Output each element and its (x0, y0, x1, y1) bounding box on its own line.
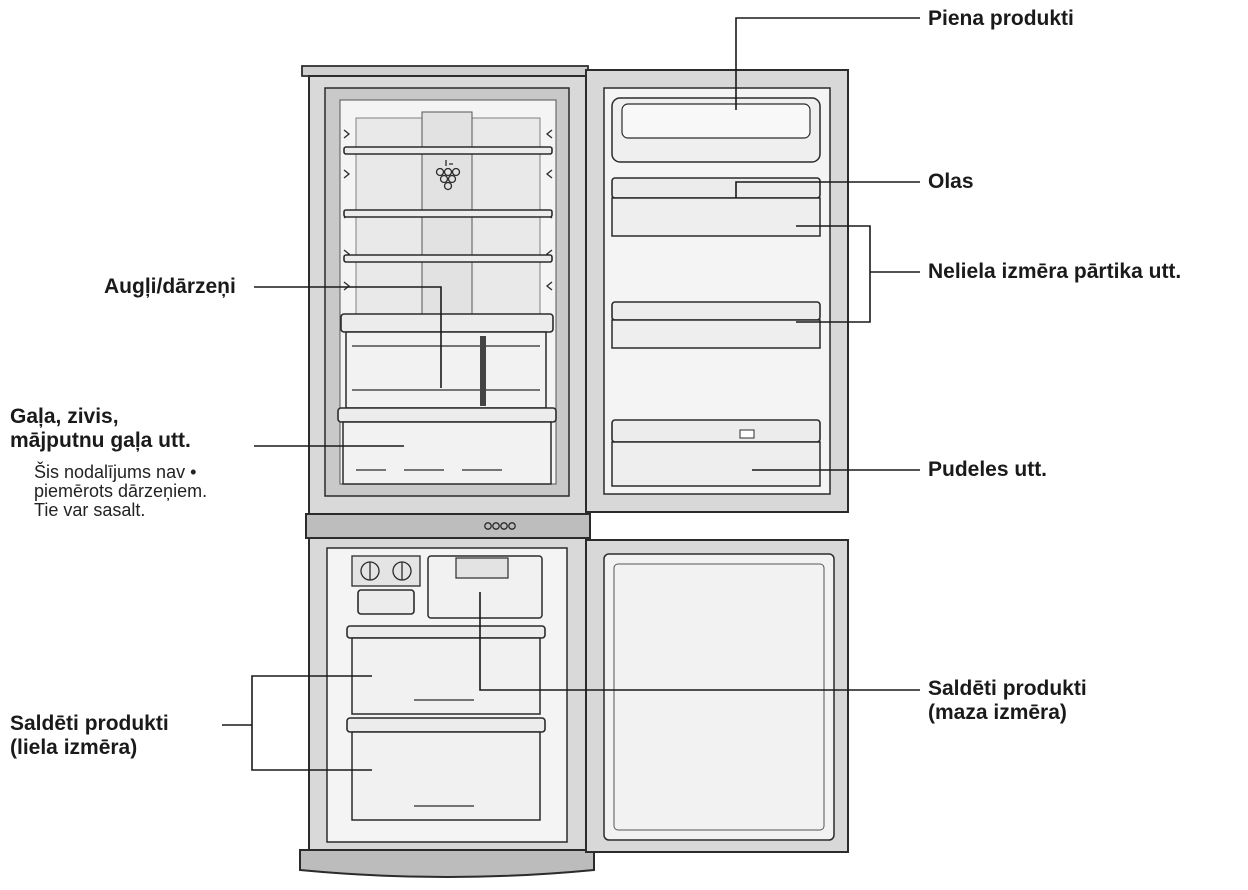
label-fruit-veg: Augļi/dārzeņi (104, 275, 236, 299)
label-frozen-small-line2: (maza izmēra) (928, 701, 1067, 725)
label-frozen-large-line2: (liela izmēra) (10, 736, 137, 760)
label-small-food: Neliela izmēra pārtika utt. (928, 260, 1181, 284)
fridge-door (586, 70, 848, 512)
label-bottles: Pudeles utt. (928, 458, 1047, 482)
label-dairy: Piena produkti (928, 7, 1074, 31)
label-eggs: Olas (928, 170, 974, 194)
label-frozen-large-line1: Saldēti produkti (10, 712, 169, 736)
note-line3: Tie var sasalt. (34, 501, 145, 520)
note-line2: piemērots dārzeņiem. (34, 482, 207, 501)
note-line1: Šis nodalījums nav • (34, 463, 196, 482)
label-frozen-small-line1: Saldēti produkti (928, 677, 1087, 701)
label-meat-line2: mājputnu gaļa utt. (10, 429, 191, 453)
freezer-door (586, 540, 848, 852)
fridge-body (300, 66, 594, 877)
label-meat-line1: Gaļa, zivis, (10, 405, 119, 429)
